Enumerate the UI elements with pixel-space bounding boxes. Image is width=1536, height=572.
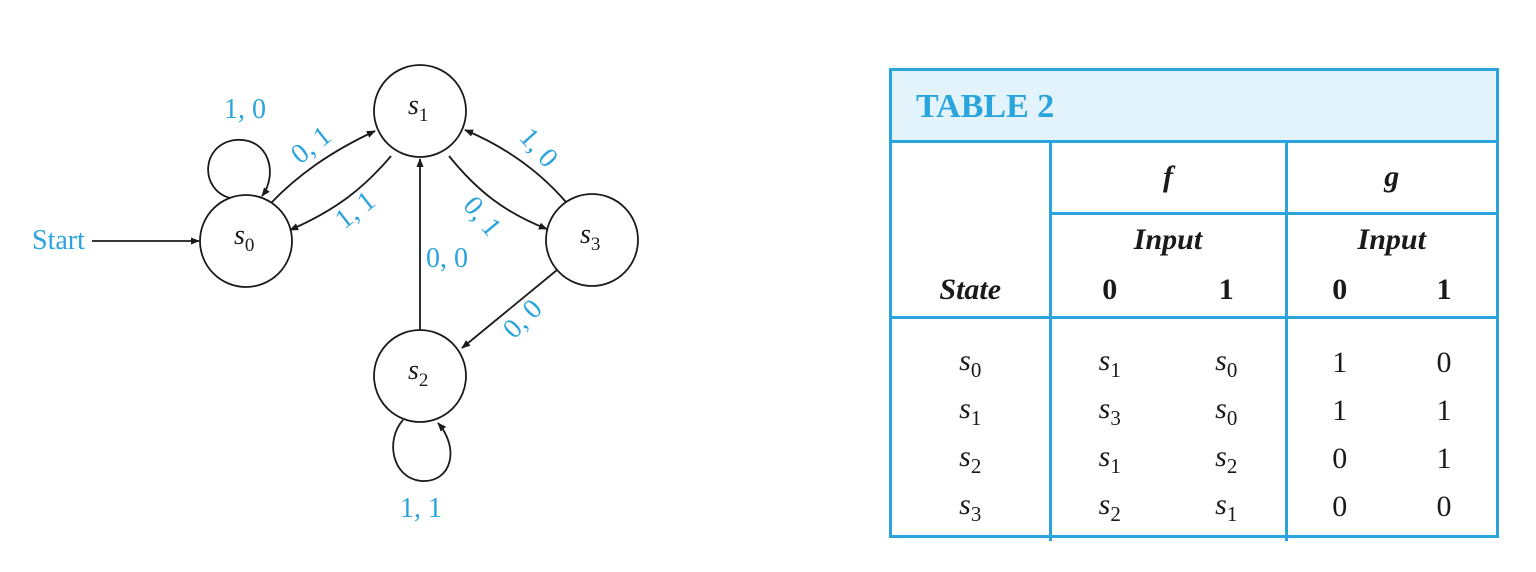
edge-s0-s1	[270, 130, 376, 204]
row-g1: 1	[1436, 442, 1452, 475]
edge-s0-s0	[207, 139, 271, 199]
state-s3-name: s3	[580, 219, 600, 255]
state-s2-name: s2	[408, 355, 428, 391]
edge-s1-s3	[448, 155, 548, 230]
edge-s2-s2-label: 1, 1	[400, 493, 442, 524]
row-f0: s1	[1048, 339, 1168, 387]
row-g0: 1	[1284, 339, 1392, 387]
edge-s3-s2	[461, 269, 558, 349]
table-row: s2 s1 s2 0 1	[892, 435, 1496, 483]
header-g: g	[1284, 143, 1496, 215]
state-s0-name: s0	[234, 220, 254, 256]
table-row: s0 s1 s0 1 0	[892, 339, 1496, 387]
row-f1: s0	[1215, 343, 1238, 382]
row-f1: s0	[1215, 391, 1238, 430]
edge-s2-s2	[392, 419, 452, 482]
header-g-0: 0	[1284, 265, 1392, 319]
table-row: s1 s3 s0 1 1	[892, 387, 1496, 435]
state-s1-name: s1	[408, 90, 428, 126]
row-g1: 1	[1436, 394, 1452, 427]
edge-s0-s0-label: 1, 0	[224, 94, 266, 125]
state-diagram: s0 s1 s2 s3 Start 1, 0 0, 1 1, 1 0, 1 1,…	[32, 64, 639, 524]
row-f0: s1	[1048, 435, 1168, 483]
header-f-input: Input	[1048, 213, 1286, 265]
row-g1: 0	[1436, 490, 1452, 523]
row-g0: 0	[1284, 483, 1392, 531]
header-f-0: 0	[1048, 265, 1168, 319]
state-s1-circle	[373, 64, 467, 158]
row-f0: s3	[1048, 387, 1168, 435]
row-g0: 0	[1284, 435, 1392, 483]
row-g1: 0	[1436, 346, 1452, 379]
header-f-1: 1	[1168, 265, 1286, 319]
row-state: s2	[959, 439, 982, 478]
state-s0-circle	[199, 194, 293, 288]
edge-s1-s0	[289, 155, 392, 231]
table-title: TABLE 2	[892, 71, 1496, 143]
header-g-input: Input	[1284, 213, 1496, 265]
row-state: s3	[959, 487, 982, 526]
state-table: TABLE 2 f g Input Input State 0 1 0 1 s0…	[889, 68, 1499, 541]
start-label: Start	[32, 225, 85, 256]
edge-s1-s3-label: 0, 1	[457, 191, 508, 243]
header-state: State	[892, 265, 1050, 319]
row-state: s1	[959, 391, 982, 430]
edge-s3-s2-label: 0, 0	[497, 293, 549, 345]
edge-s3-s1-label: 1, 0	[513, 122, 564, 174]
header-f: f	[1048, 143, 1286, 215]
row-state: s0	[959, 343, 982, 382]
edge-s2-s1-label: 0, 0	[426, 243, 468, 274]
edge-s1-s0-label: 1, 1	[329, 185, 381, 235]
header-g-1: 1	[1392, 265, 1496, 319]
edge-s3-s1	[464, 129, 567, 203]
row-f1: s2	[1215, 439, 1238, 478]
row-f1: s1	[1215, 487, 1238, 526]
row-f0: s2	[1048, 483, 1168, 531]
header-empty	[892, 143, 1050, 213]
row-g0: 1	[1284, 387, 1392, 435]
edge-s0-s1-label: 0, 1	[285, 120, 337, 170]
state-s3-circle	[545, 193, 639, 287]
table-row: s3 s2 s1 0 0	[892, 483, 1496, 531]
state-table-grid: f g Input Input State 0 1 0 1 s0 s1 s0 1…	[892, 143, 1496, 541]
